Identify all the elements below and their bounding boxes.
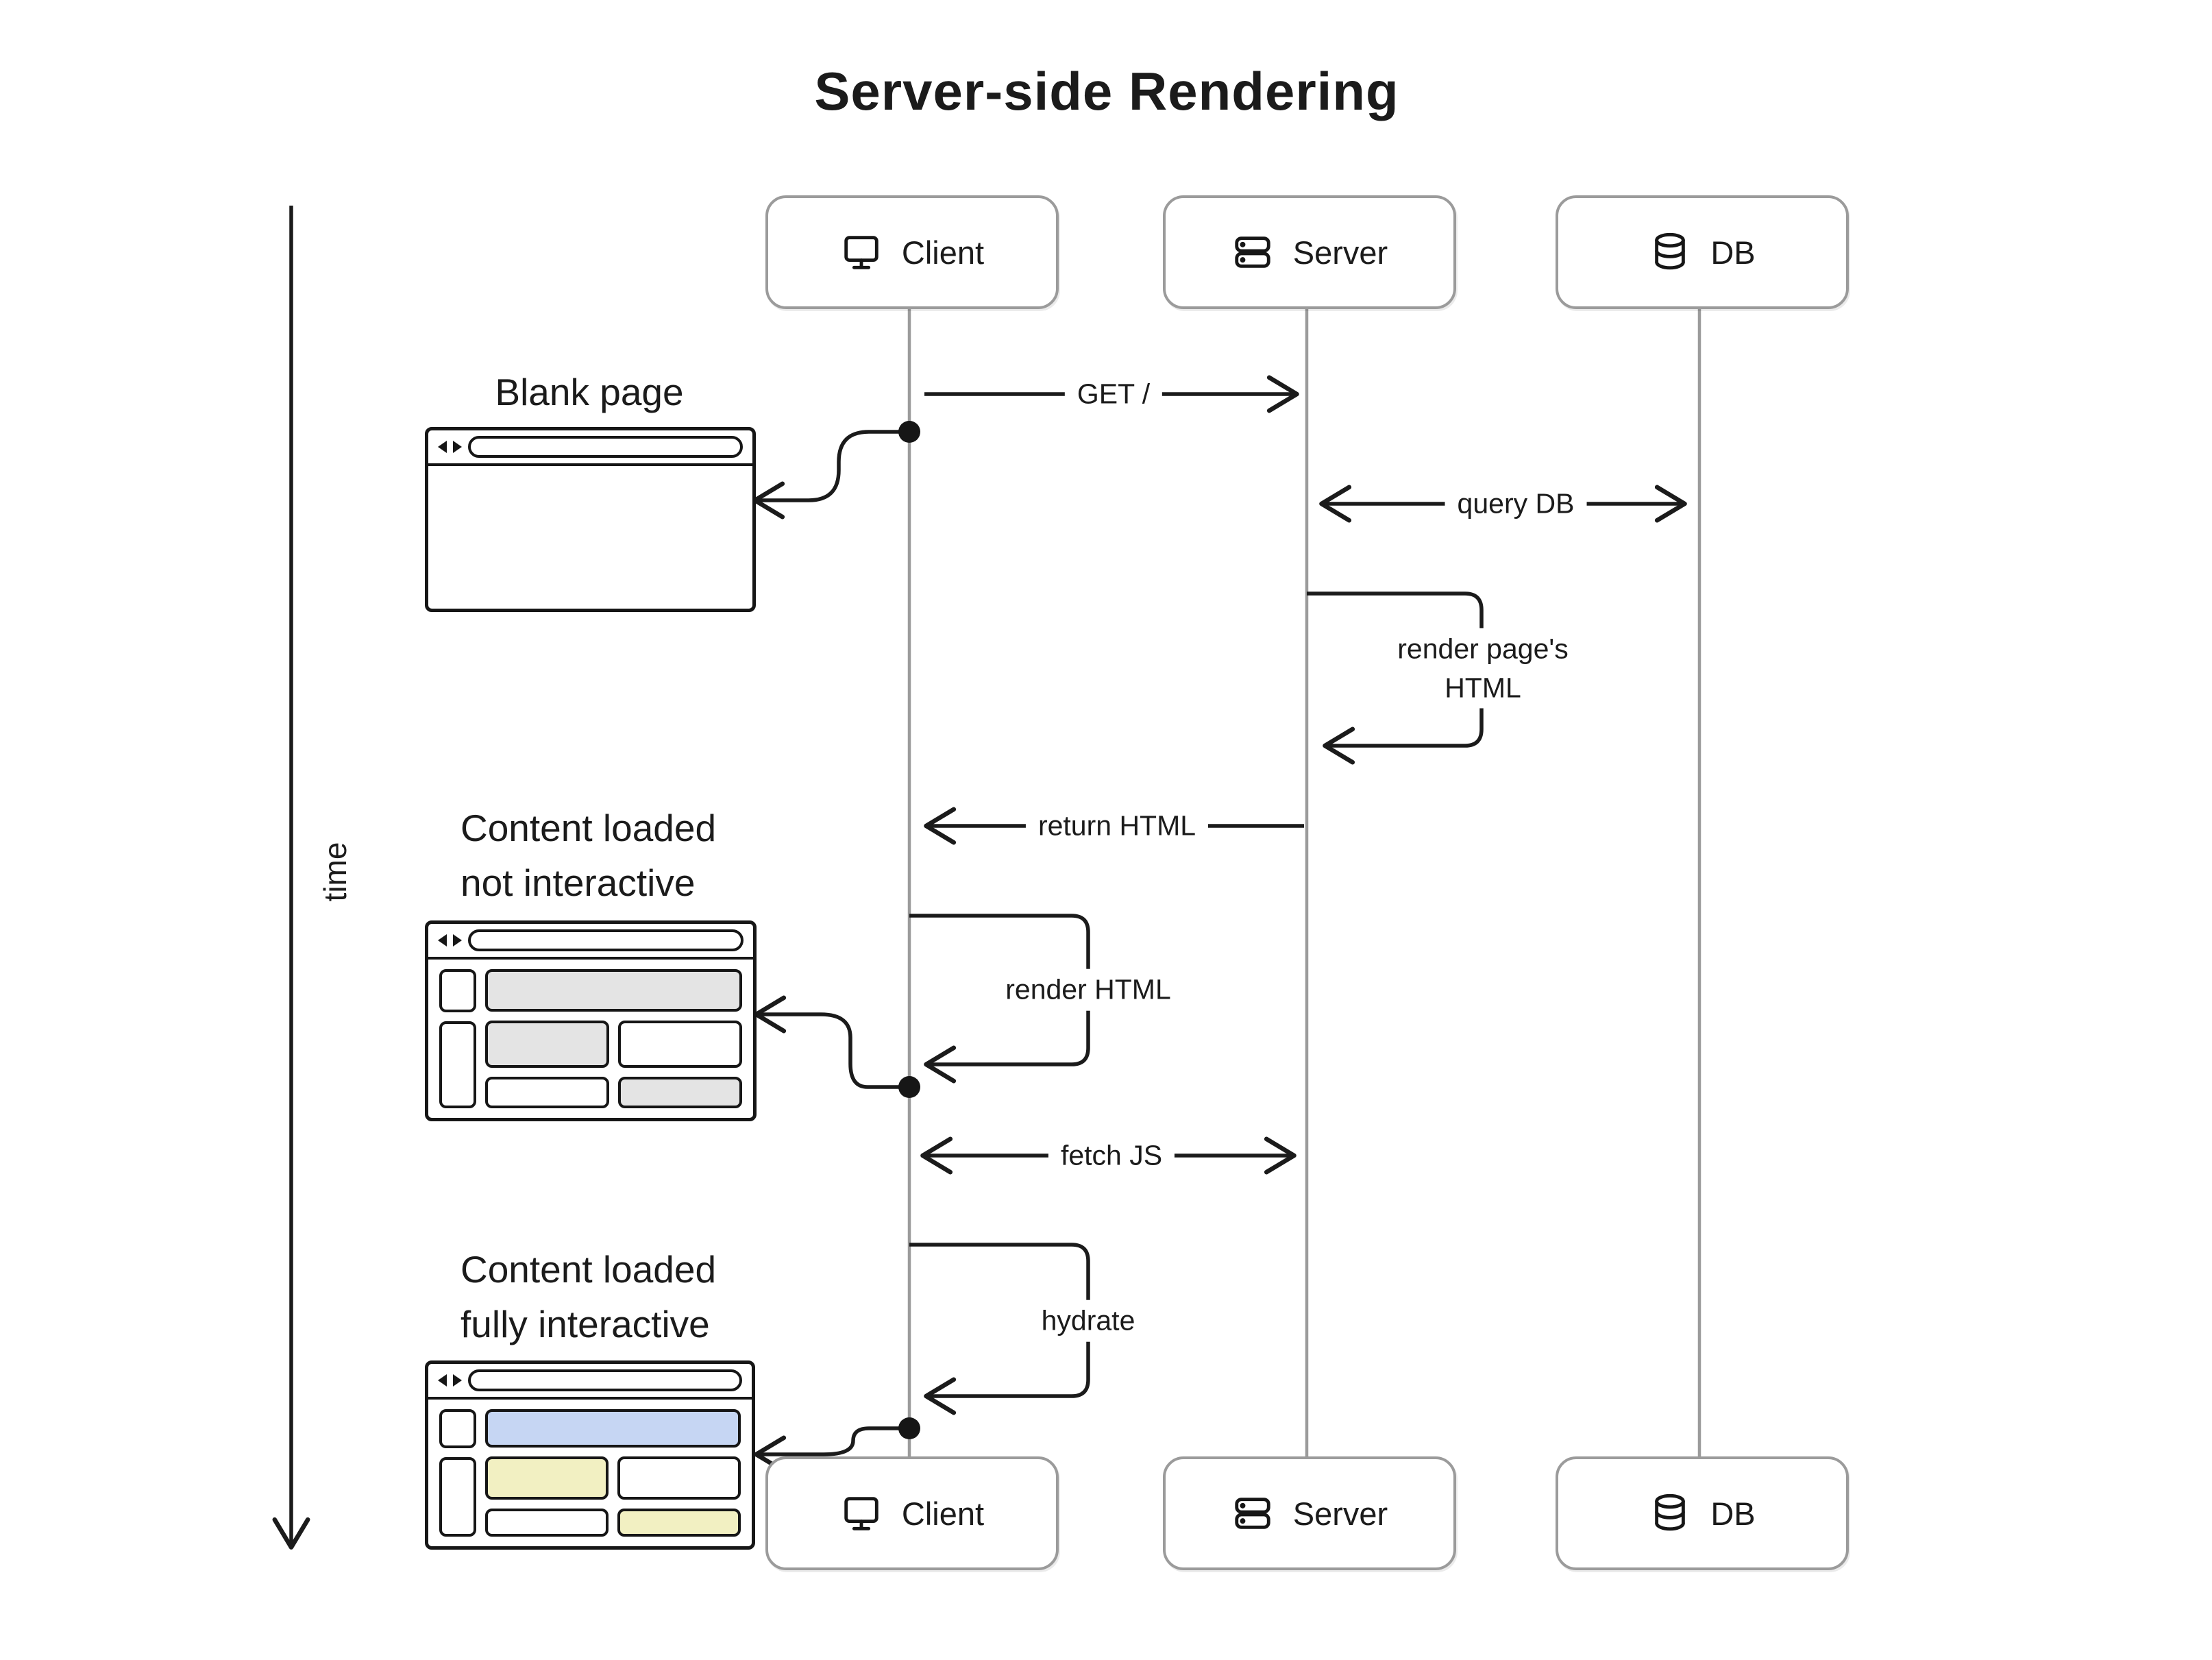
database-icon (1655, 1493, 1686, 1531)
actor-label: Server (1292, 234, 1388, 271)
hero-tile (485, 969, 742, 1012)
forward-icon (453, 441, 462, 453)
monitor-icon (844, 1497, 878, 1530)
address-bar (468, 436, 743, 458)
content-tile (617, 1508, 741, 1537)
forward-icon (453, 934, 462, 947)
content-tile (485, 1077, 609, 1108)
actor-server-top: Server (1163, 195, 1456, 309)
browser-window-hydrated (425, 1360, 755, 1550)
sidebar-tile (439, 969, 476, 1012)
actor-label: Server (1292, 1495, 1388, 1532)
page-content (428, 960, 753, 1118)
actor-label: Client (901, 1495, 985, 1532)
blank-content (428, 466, 752, 609)
server-icon (1235, 1498, 1270, 1529)
connector-ssr-content (754, 995, 909, 1089)
page-content (428, 1400, 752, 1546)
back-icon (438, 441, 447, 453)
address-bar (468, 1369, 742, 1391)
back-icon (438, 1374, 447, 1387)
annotation-fully-interactive: Content loaded fully interactive (460, 1242, 716, 1352)
message-get: GET / (1064, 373, 1163, 415)
event-dot-1 (898, 421, 920, 443)
browser-chrome (428, 924, 753, 960)
message-fetch-js: fetch JS (1048, 1134, 1175, 1177)
connector-hydrated (754, 1426, 909, 1474)
page-title: Server-side Rendering (814, 61, 1399, 121)
content-tile (485, 1021, 609, 1069)
browser-chrome (428, 430, 752, 466)
annotation-blank-page: Blank page (495, 371, 684, 413)
message-query-db: query DB (1445, 483, 1587, 525)
forward-icon (453, 1374, 462, 1387)
browser-chrome (428, 1364, 752, 1400)
annotation-line: Content loaded (460, 1248, 717, 1291)
browser-window-ssr-content (425, 920, 757, 1121)
message-hydrate: hydrate (1029, 1299, 1148, 1342)
message-render-html: render HTML (993, 968, 1183, 1011)
content-tile (618, 1021, 742, 1069)
sidebar-tile (439, 1021, 476, 1108)
annotation-not-interactive: Content loaded not interactive (460, 801, 716, 910)
actor-client-bottom: Client (765, 1456, 1059, 1570)
content-tile (485, 1508, 609, 1537)
time-axis-label: time (317, 842, 353, 902)
actor-db-bottom: DB (1556, 1456, 1849, 1570)
hero-tile (485, 1409, 741, 1448)
address-bar (468, 929, 744, 951)
message-return-html: return HTML (1025, 805, 1209, 847)
message-render-pages-html: render page's HTML (1385, 628, 1581, 709)
actor-client-top: Client (765, 195, 1059, 309)
actor-server-bottom: Server (1163, 1456, 1456, 1570)
back-icon (438, 934, 447, 947)
message-line: render page's (1397, 633, 1569, 665)
content-tile (617, 1456, 741, 1500)
actor-label: Client (901, 234, 985, 271)
annotation-line: not interactive (460, 862, 696, 904)
monitor-icon (844, 236, 878, 269)
content-tile (485, 1456, 609, 1500)
actor-label: DB (1710, 234, 1756, 271)
annotation-line: Content loaded (460, 807, 717, 849)
annotation-line: fully interactive (460, 1303, 710, 1345)
connector-blank-page (752, 430, 909, 520)
content-tile (618, 1077, 742, 1108)
event-dot-3 (898, 1417, 920, 1439)
browser-window-blank (425, 427, 756, 612)
message-line: HTML (1445, 672, 1521, 703)
actor-label: DB (1710, 1495, 1756, 1532)
actor-db-top: DB (1556, 195, 1849, 309)
sidebar-tile (439, 1457, 476, 1537)
database-icon (1655, 232, 1686, 270)
sidebar-tile (439, 1409, 476, 1449)
server-icon (1235, 236, 1270, 268)
event-dot-2 (898, 1076, 920, 1098)
